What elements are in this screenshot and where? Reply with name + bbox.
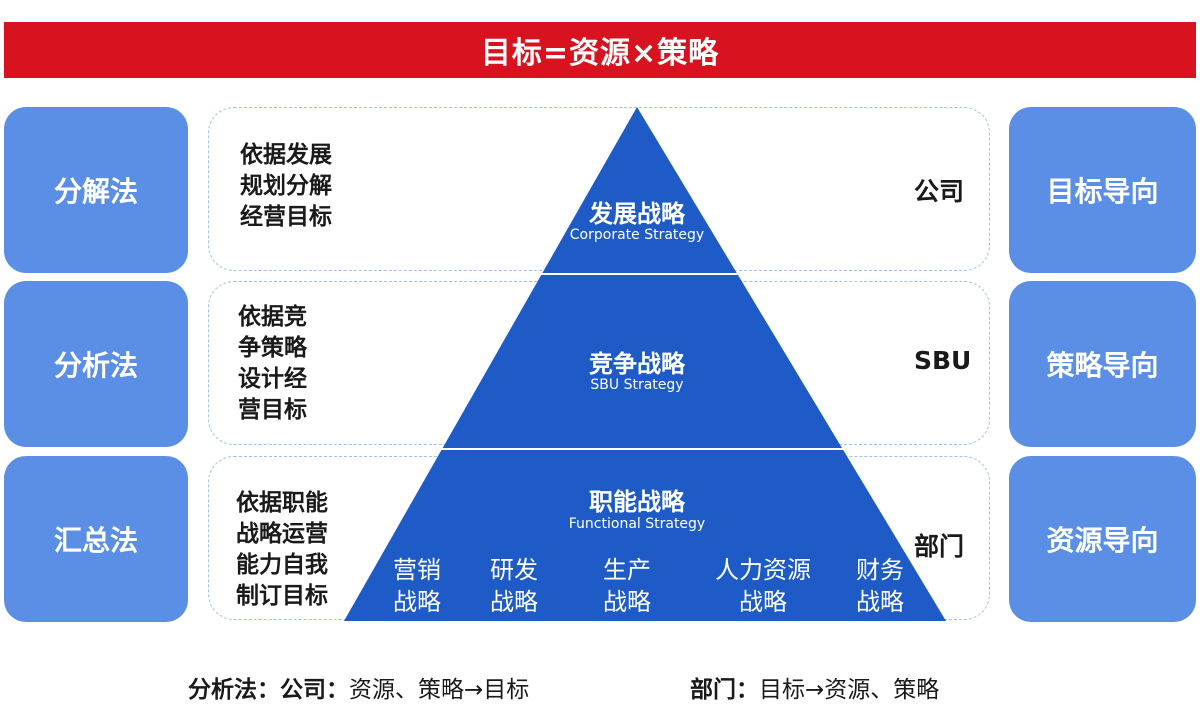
footer-right-label: 部门： [690,677,759,703]
orientation-label: 策略导向 [1046,349,1159,382]
corporate-strategy-title: 发展战略 [589,200,685,228]
function-hr: 人力资源 战略 [715,556,811,616]
sbu-strategy-subtitle: SBU Strategy [590,377,684,393]
method-label: 分解法 [53,175,138,208]
method-label: 分析法 [53,349,138,382]
functional-strategy-subtitle: Functional Strategy [568,516,706,532]
page-title: 目标=资源×策略 [480,36,720,71]
level-label-department: 部门 [914,532,965,561]
corporate-strategy-subtitle: Corporate Strategy [569,227,705,243]
function-marketing: 营销 战略 [393,556,441,616]
function-production: 生产 战略 [603,556,651,616]
method-label: 汇总法 [53,524,138,557]
orientation-box-goal: 目标导向 [1009,107,1196,273]
row-description-company: 依据发展 规划分解 经营目标 [240,142,332,230]
row-description-sbu: 依据竞 争策略 设计经 营目标 [238,304,307,423]
orientation-label: 资源导向 [1046,524,1159,557]
function-finance: 财务 战略 [856,556,904,616]
orientation-label: 目标导向 [1046,175,1159,208]
sbu-strategy-title: 竞争战略 [589,350,685,378]
pyramid-shape [344,107,946,621]
functional-strategy-title: 职能战略 [589,488,685,516]
footer-left-scope: 公司： [280,677,349,703]
orientation-box-resource: 资源导向 [1009,456,1196,622]
orientation-box-strategy: 策略导向 [1009,281,1196,447]
method-box-aggregate: 汇总法 [4,456,188,622]
row-description-department: 依据职能 战略运营 能力自我 制订目标 [236,490,328,609]
method-box-analyze: 分析法 [4,281,188,447]
footer-analysis-company: 分析法：公司：资源、策略→目标 [188,670,529,704]
title-banner: 目标=资源×策略 [4,22,1196,78]
method-box-decompose: 分解法 [4,107,188,273]
footer-left-label: 分析法： [188,677,280,703]
footer-analysis-department: 部门：目标→资源、策略 [690,670,939,704]
level-label-sbu: SBU [914,346,972,375]
function-rnd: 研发 战略 [490,556,538,616]
footer-left-text: 资源、策略→目标 [349,677,530,703]
footer-right-text: 目标→资源、策略 [759,677,940,703]
level-label-company: 公司 [914,177,965,206]
